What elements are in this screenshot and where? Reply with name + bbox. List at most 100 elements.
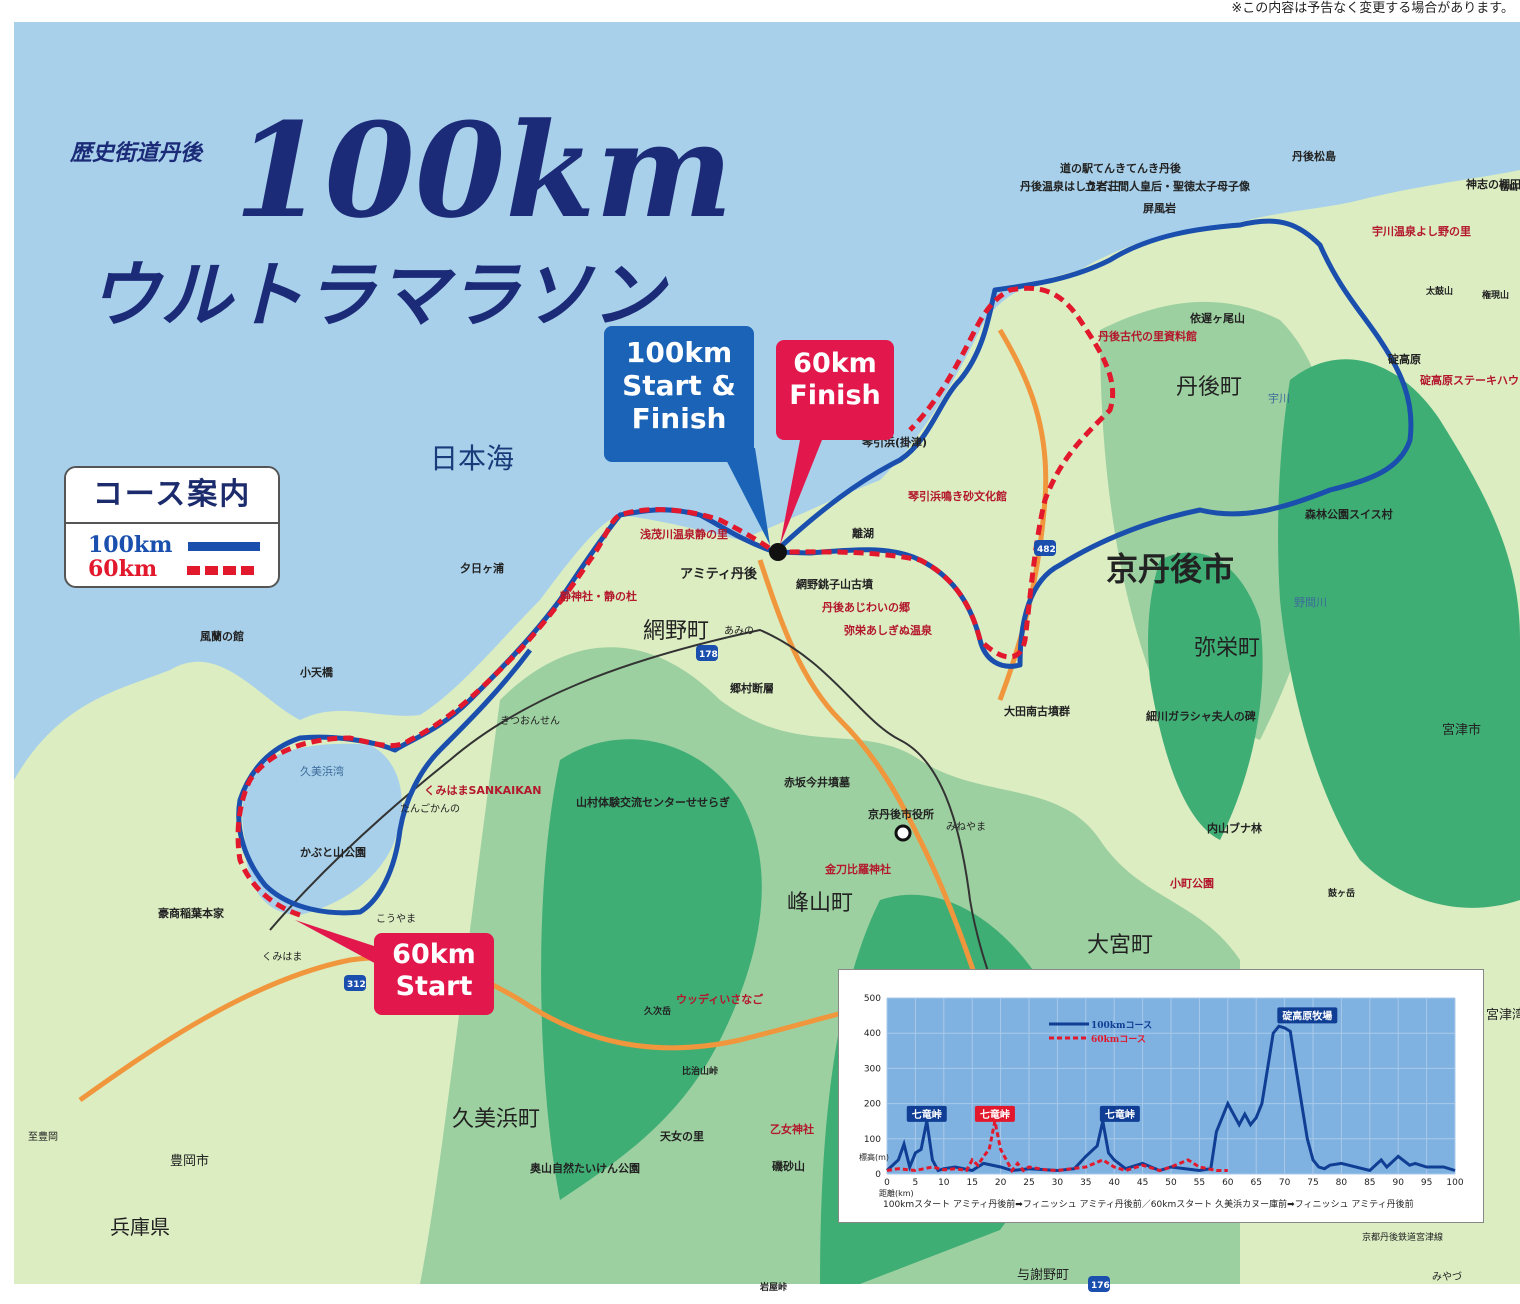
place-label: アミティ丹後 <box>680 566 758 582</box>
place-label: 網野銚子山古墳 <box>796 577 873 591</box>
route-shield <box>696 645 718 661</box>
route-shield-label: 312 <box>347 980 366 990</box>
x-tick-label: 80 <box>1336 1178 1348 1188</box>
series-line-100km <box>885 1024 1456 1173</box>
place-label: 大田南古墳群 <box>1004 704 1070 718</box>
x-axis-label: 距離(km) <box>879 1188 914 1198</box>
place-label: 山村体験交流センターせせらぎ <box>576 795 730 809</box>
place-label: くみはまSANKAIKAN <box>424 784 541 797</box>
place-label: 金刀比羅神社 <box>824 862 891 876</box>
place-label: 赤坂今井墳墓 <box>784 775 851 789</box>
station-label: みやづ <box>1432 1271 1462 1283</box>
area-label-tango: 丹後町 <box>1176 375 1242 400</box>
callout-line: 60km <box>392 939 476 970</box>
callout-line: 60km <box>793 348 877 379</box>
station-label: こうやま <box>376 913 416 925</box>
x-tick-label: 55 <box>1194 1178 1205 1188</box>
x-tick-label: 0 <box>884 1178 890 1188</box>
place-label: ウッディいさなご <box>676 992 764 1006</box>
place-label: 依遅ヶ尾山 <box>1190 311 1245 325</box>
x-tick-label: 10 <box>938 1178 950 1188</box>
station-label: きつおんせん <box>500 715 560 727</box>
hills-dark-2 <box>1278 359 1520 908</box>
x-tick-label: 20 <box>995 1178 1007 1188</box>
area-label-miyazuwan: 宮津湾 <box>1486 1007 1520 1023</box>
place-label: 立岩、間人皇后・聖徳太子母子像 <box>1085 179 1251 193</box>
place-label: 豪商稲葉本家 <box>158 906 225 920</box>
place-label: 屏風岩 <box>1143 201 1176 215</box>
y-tick-label: 100 <box>864 1135 881 1145</box>
place-label: 郷村断層 <box>730 681 774 695</box>
peak-label: 七竜峠 <box>1105 1108 1135 1121</box>
route-shield-label: 482 <box>1037 545 1056 555</box>
x-tick-label: 15 <box>966 1178 977 1188</box>
place-label: 風蘭の館 <box>200 629 244 643</box>
place-label: 奥山自然たいけん公園 <box>529 1161 640 1175</box>
place-label: 丹後古代の里資料館 <box>1098 329 1197 343</box>
callout-pointer-start100 <box>720 448 770 545</box>
callout-100km-start-finish: 100km Start & Finish <box>604 326 754 462</box>
x-tick-label: 45 <box>1137 1178 1148 1188</box>
callout-line: Start & <box>622 369 736 403</box>
place-label: 小町公園 <box>1169 876 1214 890</box>
area-label-mineyama: 峰山町 <box>787 891 853 916</box>
place-label: 鼓ヶ岳 <box>1328 887 1355 899</box>
place-label: 内山ブナ林 <box>1207 821 1262 835</box>
x-tick-label: 50 <box>1165 1178 1177 1188</box>
place-label: 権現山 <box>1482 289 1509 301</box>
hills-dark <box>541 739 762 1200</box>
area-label-hyogo: 兵庫県 <box>110 1215 170 1239</box>
legend-100km: 100km <box>88 532 261 558</box>
area-label-amino: 網野町 <box>643 619 709 644</box>
peak-label: 七竜峠 <box>912 1108 942 1121</box>
x-tick-label: 70 <box>1279 1178 1291 1188</box>
y-tick-label: 500 <box>864 994 881 1004</box>
legend-60km-label: 60km <box>88 556 158 582</box>
area-label-toyooka: 豊岡市 <box>170 1153 209 1169</box>
peak-label: 七竜峠 <box>980 1108 1010 1121</box>
x-tick-label: 65 <box>1250 1178 1261 1188</box>
legend-label-100km: 100kmコース <box>1091 1020 1152 1031</box>
callout-pointer-finish60 <box>780 440 822 545</box>
place-label: 久美浜湾 <box>300 764 344 778</box>
station-label: あみの <box>724 625 754 637</box>
callout-line: 100km <box>625 336 733 369</box>
x-tick-label: 40 <box>1108 1178 1120 1188</box>
x-tick-label: 60 <box>1222 1178 1234 1188</box>
place-label: 碇高原 <box>1388 352 1421 366</box>
x-tick-label: 90 <box>1392 1178 1404 1188</box>
place-label: 浅茂川温泉静の里 <box>640 527 728 541</box>
kumihama-bay <box>242 743 402 915</box>
callout-60km-start: 60km Start <box>374 933 494 1015</box>
place-label: 乙女神社 <box>770 1122 814 1136</box>
callout-pointer-start60 <box>295 920 380 966</box>
place-label: 岳山 <box>1500 181 1518 193</box>
peak-badge <box>906 1105 947 1122</box>
route-shield-label: 178 <box>699 650 718 660</box>
callout-line: Finish <box>631 402 727 436</box>
legend-title: コース案内 <box>66 468 278 524</box>
place-label: 細川ガラシャ夫人の碑 <box>1146 709 1256 723</box>
peak-badge <box>1099 1105 1140 1122</box>
course-legend: コース案内 100km 60km <box>64 466 280 588</box>
place-label: 岩屋峠 <box>759 1281 787 1293</box>
station-label: 至豊岡 <box>28 1130 58 1143</box>
area-label-kyotango: 京丹後市 <box>1106 550 1234 588</box>
place-label: 丹後あじわいの郷 <box>822 600 910 614</box>
amity-tango-marker <box>769 543 787 561</box>
place-label: 碇高原ステーキハウス <box>1420 373 1520 387</box>
station-label: たんごかんの <box>400 802 460 815</box>
place-label: かぶと山公園 <box>300 845 366 859</box>
place-label: 宇川温泉よし野の里 <box>1372 224 1471 238</box>
route-60km <box>235 285 1116 918</box>
callout-60km-finish: 60km Finish <box>776 340 894 440</box>
place-label: 夕日ヶ浦 <box>460 561 504 575</box>
area-label-kumihama: 久美浜町 <box>452 1107 540 1132</box>
railway <box>269 628 1011 1041</box>
place-label: 磯砂山 <box>772 1159 805 1173</box>
area-label-omiya: 大宮町 <box>1087 933 1153 958</box>
place-label: 宇川 <box>1268 392 1290 405</box>
callout-line: Finish <box>789 379 881 411</box>
title-main: 100km <box>234 94 733 247</box>
